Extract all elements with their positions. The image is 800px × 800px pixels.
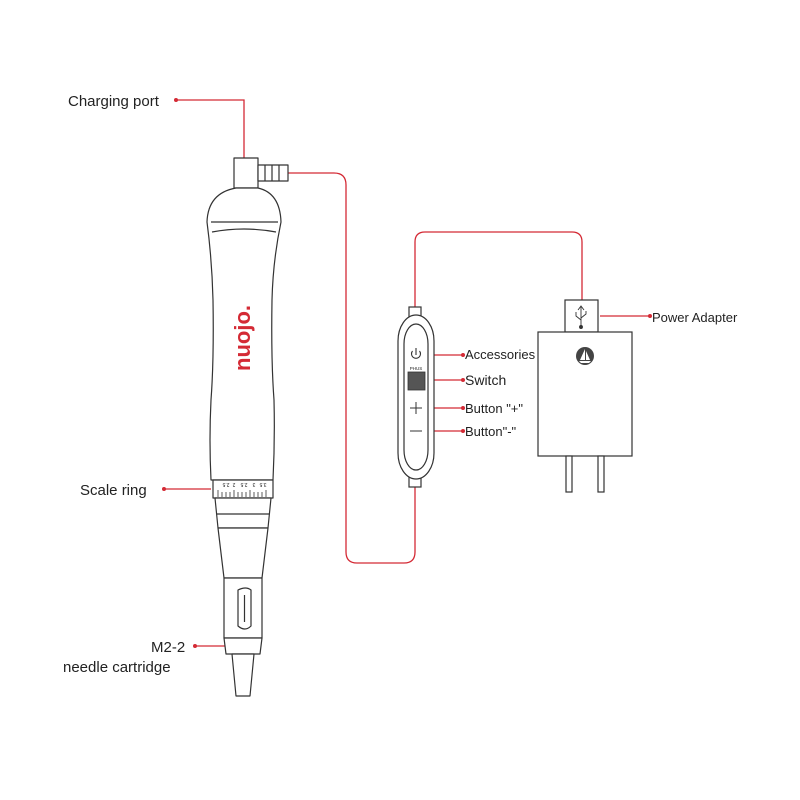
charging-port	[233, 157, 259, 189]
scale-tick-label: 2.5	[240, 481, 247, 487]
adapter-prong-right	[597, 455, 605, 493]
label-scale-ring: Scale ring	[80, 482, 147, 499]
label-power-adapter: Power Adapter	[652, 310, 738, 325]
label-accessories: Accessories	[465, 347, 536, 362]
adapter-body	[537, 331, 633, 457]
label-cartridge-model: M2-2	[151, 639, 185, 656]
power-icon[interactable]	[410, 348, 422, 359]
scale-tick-label: 2.5	[222, 481, 229, 487]
cartridge-tip	[231, 653, 255, 697]
power-adapter-dot	[648, 314, 652, 318]
pen-grip	[214, 497, 272, 529]
adapter-cable	[414, 231, 583, 307]
label-button-plus: Button "+"	[465, 401, 523, 416]
brand-logo: nuojo.	[230, 305, 255, 371]
cables	[164, 99, 650, 647]
charging-port-leader	[176, 99, 245, 158]
switch-button[interactable]	[407, 371, 426, 391]
label-cartridge-name: needle cartridge	[63, 659, 171, 676]
label-switch: Switch	[465, 372, 506, 388]
scale-ring-dot	[162, 487, 166, 491]
usb-icon	[575, 305, 587, 329]
charging-connector	[257, 164, 289, 182]
scale-ring-ticks	[217, 490, 267, 497]
accessories-dot	[461, 353, 465, 357]
pen-nose	[217, 527, 269, 579]
tattoo-pen	[206, 157, 289, 697]
adapter-prong-left	[565, 455, 573, 493]
scale-tick-label: 3.5	[259, 481, 266, 487]
scale-tick-label: 3	[252, 481, 255, 487]
label-button-minus: Button"-"	[465, 424, 517, 439]
plus-button[interactable]	[410, 402, 422, 414]
inline-controller	[397, 306, 435, 488]
cartridge-dot	[193, 644, 197, 648]
pen-cable	[288, 172, 416, 564]
label-charging-port: Charging port	[68, 93, 160, 110]
scale-tick-label: 2	[232, 481, 235, 487]
charging-port-dot	[174, 98, 178, 102]
controller-mark: PHUS	[410, 366, 423, 371]
switch-dot	[461, 378, 465, 382]
power-adapter	[537, 299, 633, 493]
button-plus-dot	[461, 406, 465, 410]
callout-dots	[162, 98, 652, 648]
scale-ring-numbers: 2.5 2 2.5 3 3.5	[222, 481, 266, 487]
controller-panel	[403, 323, 429, 471]
brand-sailboat-icon	[576, 347, 594, 365]
button-minus-dot	[461, 429, 465, 433]
